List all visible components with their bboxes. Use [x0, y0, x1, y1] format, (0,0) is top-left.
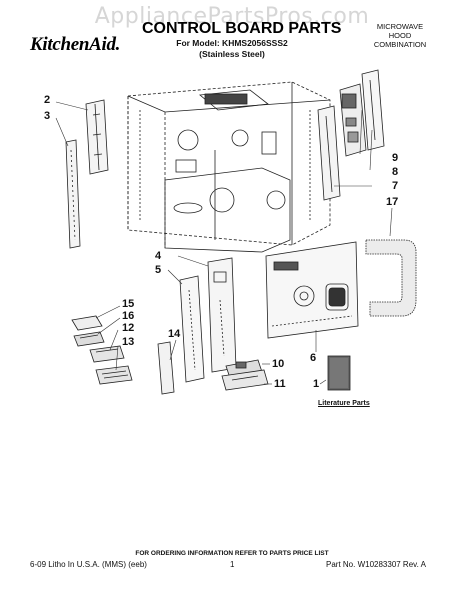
combo-line-2: HOOD — [388, 31, 412, 40]
chassis-frame — [127, 81, 331, 253]
footer-page-number: 1 — [230, 560, 235, 569]
part-15-pad — [71, 315, 103, 331]
brand-logo: KitchenAid. — [30, 34, 121, 55]
part-8-board-bracket — [361, 69, 385, 151]
page-title: CONTROL BOARD PARTS — [142, 20, 342, 37]
part-12-keypad — [89, 345, 125, 363]
literature-parts-label: Literature Parts — [318, 400, 370, 407]
callout-15: 15 — [122, 298, 135, 310]
part-6-door-panel — [265, 241, 359, 339]
footer-part-number: Part No. W10283307 Rev. A — [326, 560, 426, 569]
combo-line-1: MICROWAVE — [376, 22, 424, 31]
part-17-seal — [365, 239, 417, 317]
ordering-note: FOR ORDERING INFORMATION REFER TO PARTS … — [135, 550, 329, 557]
part-1-literature — [327, 355, 351, 391]
callout-17: 17 — [386, 196, 399, 208]
callout-10: 10 — [272, 358, 285, 370]
part-16-pad — [73, 331, 105, 347]
part-14-bracket — [157, 341, 175, 395]
callout-7: 7 — [392, 180, 399, 192]
model-number: For Model: KHMS2056SSS2 — [176, 38, 288, 48]
callout-6: 6 — [310, 352, 317, 364]
part-4-trim-plate — [207, 257, 237, 373]
callout-3: 3 — [44, 110, 51, 122]
part-9-control-board — [339, 83, 367, 157]
callout-8: 8 — [392, 166, 399, 178]
part-2-side-bracket — [85, 99, 109, 175]
callout-4: 4 — [155, 250, 162, 262]
callout-16: 16 — [122, 310, 135, 322]
callout-12: 12 — [122, 322, 135, 334]
part-13-keypad — [95, 365, 133, 385]
callout-5: 5 — [155, 264, 162, 276]
finish-label: (Stainless Steel) — [199, 49, 265, 59]
callout-14: 14 — [168, 328, 181, 340]
combo-line-3: COMBINATION — [373, 40, 427, 49]
watermark-text: AppliancePartsPros.com — [94, 4, 370, 29]
callout-13: 13 — [122, 336, 135, 348]
callout-2: 2 — [44, 94, 51, 106]
leader-lines — [55, 101, 393, 385]
callout-1: 1 — [313, 378, 320, 390]
footer-litho: 6-09 Litho In U.S.A. (MMS) (eeb) — [30, 560, 147, 569]
part-5-side-plate — [179, 275, 205, 383]
callout-9: 9 — [392, 152, 399, 164]
part-3-rail — [65, 139, 81, 249]
combination-label: MICROWAVE HOOD COMBINATION — [360, 22, 440, 49]
callout-11: 11 — [274, 378, 286, 390]
part-7-panel-strip — [317, 105, 341, 201]
